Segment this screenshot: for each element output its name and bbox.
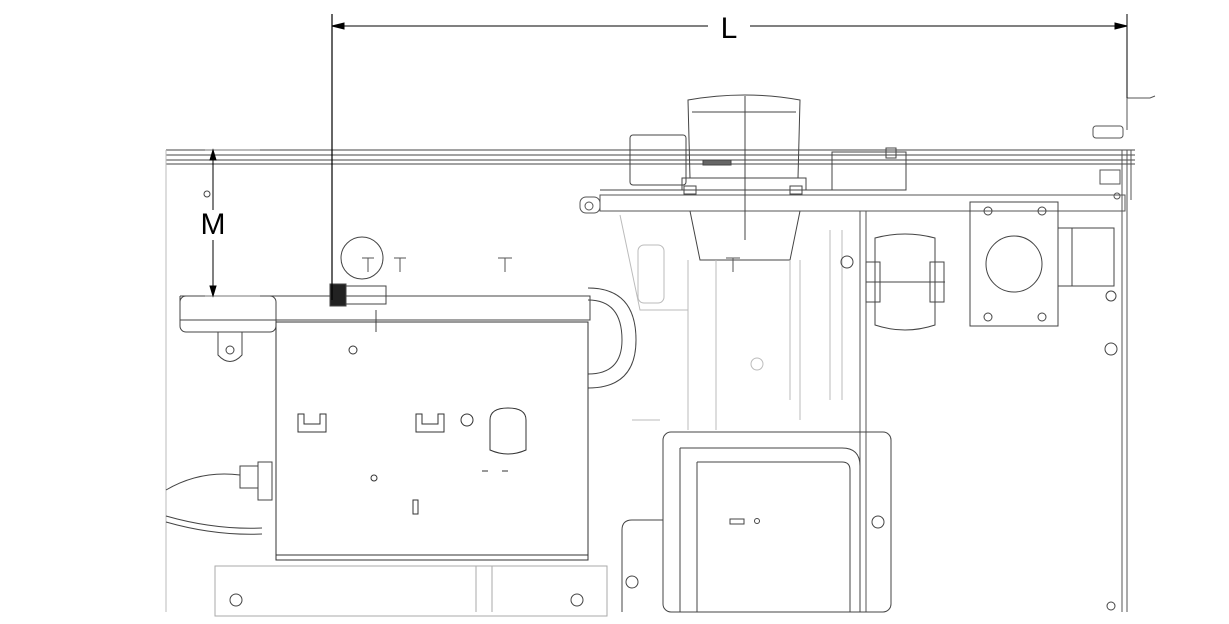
cable-bundle bbox=[165, 461, 273, 535]
dimension-l-label: L bbox=[721, 12, 738, 45]
mounting-plate bbox=[579, 192, 1126, 612]
frame-rails bbox=[165, 149, 1135, 612]
base-plate bbox=[214, 565, 608, 617]
lower-housing bbox=[619, 214, 843, 430]
dimension-l bbox=[331, 14, 1128, 300]
dimension-m bbox=[203, 148, 260, 298]
motor-unit bbox=[600, 94, 907, 261]
coupling-block bbox=[840, 233, 945, 331]
right-frame bbox=[1092, 95, 1156, 612]
chute-housing bbox=[621, 431, 1116, 613]
feed-pipe bbox=[179, 236, 637, 389]
control-box bbox=[275, 321, 589, 561]
dimension-m-label: M bbox=[201, 208, 226, 241]
square-flange bbox=[969, 201, 1118, 356]
fasteners bbox=[362, 257, 740, 272]
